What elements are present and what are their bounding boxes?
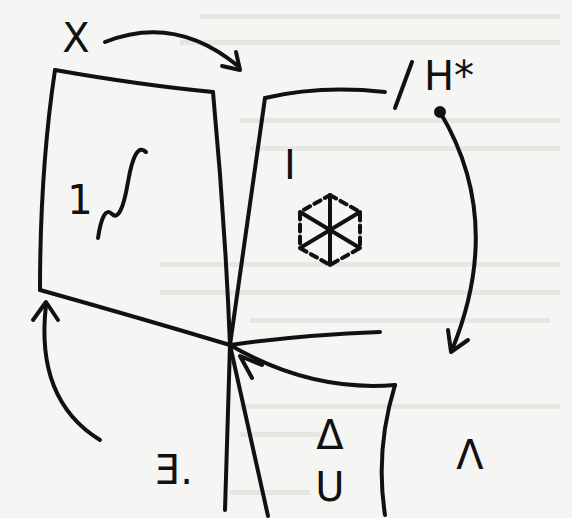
sketch-lines	[33, 32, 476, 516]
sketch-letter: Ǝ.	[155, 450, 193, 490]
sketch-letter: I	[284, 145, 296, 185]
sketch-letter: 1	[67, 180, 92, 220]
sketch-letter: Δ	[316, 415, 343, 455]
faded-text-texture	[160, 14, 560, 495]
sketch-letter: H*	[424, 56, 474, 96]
sketch-letter: Λ	[456, 435, 483, 475]
sketch-letter: U	[315, 467, 344, 507]
sketch-letter: X	[62, 18, 89, 58]
